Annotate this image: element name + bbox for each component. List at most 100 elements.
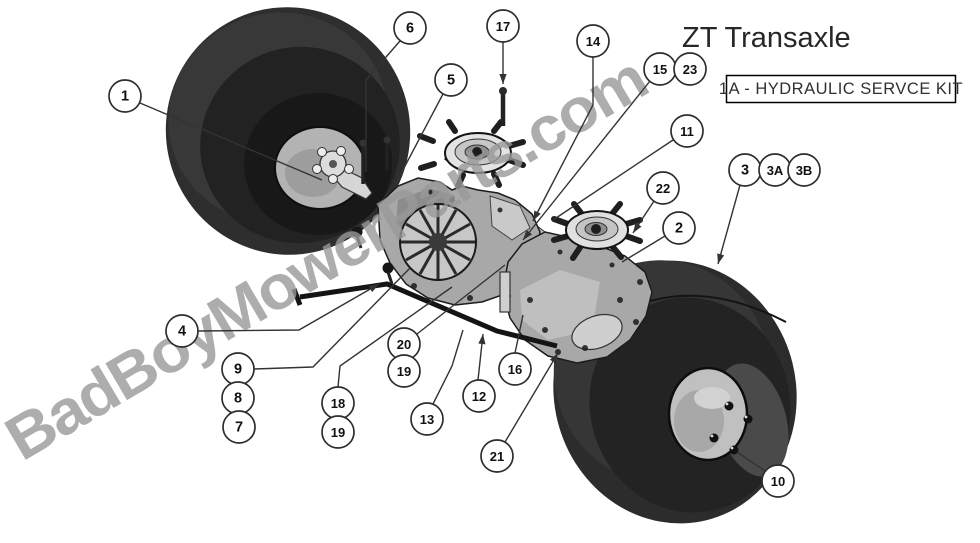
leader-line-3: [717, 184, 741, 265]
callout-1: 1: [108, 79, 142, 113]
callout-number: 3A: [767, 163, 784, 178]
callout-number: 23: [683, 62, 697, 77]
lug-stud: [312, 164, 322, 174]
illustration: [165, 7, 797, 524]
right-transaxle-face: [520, 270, 600, 340]
callout-number: 19: [331, 425, 345, 440]
lug-nut-glint: [730, 446, 734, 450]
right-pulley-fan: [551, 201, 643, 261]
callout-11: 11: [670, 114, 704, 148]
leader-line-1: [139, 102, 323, 181]
callout-22: 22: [646, 171, 680, 205]
callout-number: 17: [496, 19, 510, 34]
pulley-nut: [591, 224, 601, 234]
lug-nut: [709, 433, 719, 443]
lug-stud: [328, 174, 338, 184]
right-lug-nuts: [709, 401, 753, 455]
leader-line-2: [621, 235, 666, 263]
callout-number: 7: [235, 420, 243, 436]
pulley-nut: [472, 147, 482, 157]
housing-hub: [429, 233, 447, 251]
callout-3: 3: [728, 153, 762, 187]
callout-12: 12: [462, 379, 496, 413]
callout-19-2: 19: [387, 354, 421, 388]
callout-23: 23: [673, 52, 707, 86]
leader-line-14: [532, 57, 594, 222]
leader-line-15: [522, 80, 651, 241]
leader-line-20: [416, 264, 506, 335]
leader-line-10: [736, 451, 766, 472]
leader-line-6: [365, 40, 401, 172]
callout-number: 3: [741, 163, 749, 179]
callout-circle: [761, 464, 795, 498]
callout-number: 1: [121, 89, 129, 105]
leader-line-11: [552, 139, 674, 221]
callout-circle: [662, 211, 696, 245]
callout-3B: 3B: [787, 153, 821, 187]
leader-line-16: [514, 314, 524, 354]
bolt-stem: [386, 271, 394, 285]
callout-number: 22: [656, 181, 670, 196]
bolt-head: [359, 139, 367, 147]
leader-arrowhead-4: [368, 284, 379, 293]
callout-number: 8: [234, 391, 242, 407]
callout-circle: [673, 52, 707, 86]
callout-circle: [646, 171, 680, 205]
lug-nut-glint: [725, 402, 729, 406]
leader-arrowhead-21: [549, 353, 558, 364]
callout-number: 3B: [796, 163, 813, 178]
leader-line-13: [432, 329, 464, 405]
callout-number: 14: [586, 34, 601, 49]
lug-nut: [724, 401, 734, 411]
lug-nut-glint: [744, 415, 748, 419]
callout-13: 13: [410, 402, 444, 436]
leader-arrowhead-12: [478, 334, 486, 345]
bolt-head: [383, 136, 391, 144]
callout-8: 8: [221, 381, 255, 415]
fan-blades: [551, 201, 643, 261]
standoff-cylinder: [499, 271, 511, 313]
callout-circle: [670, 114, 704, 148]
leader-arrowhead-15: [523, 229, 533, 240]
callout-6: 6: [393, 11, 427, 45]
callout-number: 15: [653, 62, 667, 77]
leader-line-18: [337, 286, 453, 388]
hardware-bolts: [351, 87, 511, 313]
callout-circle: [222, 410, 256, 444]
bolt-head: [351, 226, 363, 238]
callout-number: 2: [675, 221, 683, 237]
right-transaxle-drum: [571, 313, 623, 351]
gear-housing: [399, 203, 477, 281]
hub-center: [329, 160, 337, 168]
bolt-head: [499, 87, 507, 95]
callout-16: 16: [498, 352, 532, 386]
left-pulley-fan: [417, 119, 526, 189]
leader-line-4: [197, 283, 380, 332]
kit-label-border: [725, 74, 957, 104]
callout-number: 12: [472, 389, 486, 404]
callout-number: 21: [490, 449, 504, 464]
callout-2: 2: [662, 211, 696, 245]
leader-line-21: [504, 352, 559, 443]
leader-arrowhead-3: [717, 253, 725, 264]
callout-circle: [434, 63, 468, 97]
bolt-head: [382, 262, 394, 274]
housing-ribs: [401, 205, 475, 279]
callout-9: 9: [221, 352, 255, 386]
leader-arrowhead-17: [499, 74, 507, 84]
callout-number: 4: [178, 324, 186, 340]
leader-line-5: [394, 93, 444, 186]
callout-number: 9: [234, 362, 242, 378]
callout-number: 6: [406, 21, 414, 37]
callout-14: 14: [576, 24, 610, 58]
callout-circle: [321, 415, 355, 449]
lug-nut: [729, 445, 739, 455]
callout-17: 17: [486, 9, 520, 43]
callout-circle: [486, 9, 520, 43]
left-wheel: [165, 7, 411, 255]
callout-circle: [480, 439, 514, 473]
kit-label-box: 1A - HYDRAULIC SERVCE KIT: [719, 74, 963, 104]
callout-number: 11: [680, 124, 694, 139]
